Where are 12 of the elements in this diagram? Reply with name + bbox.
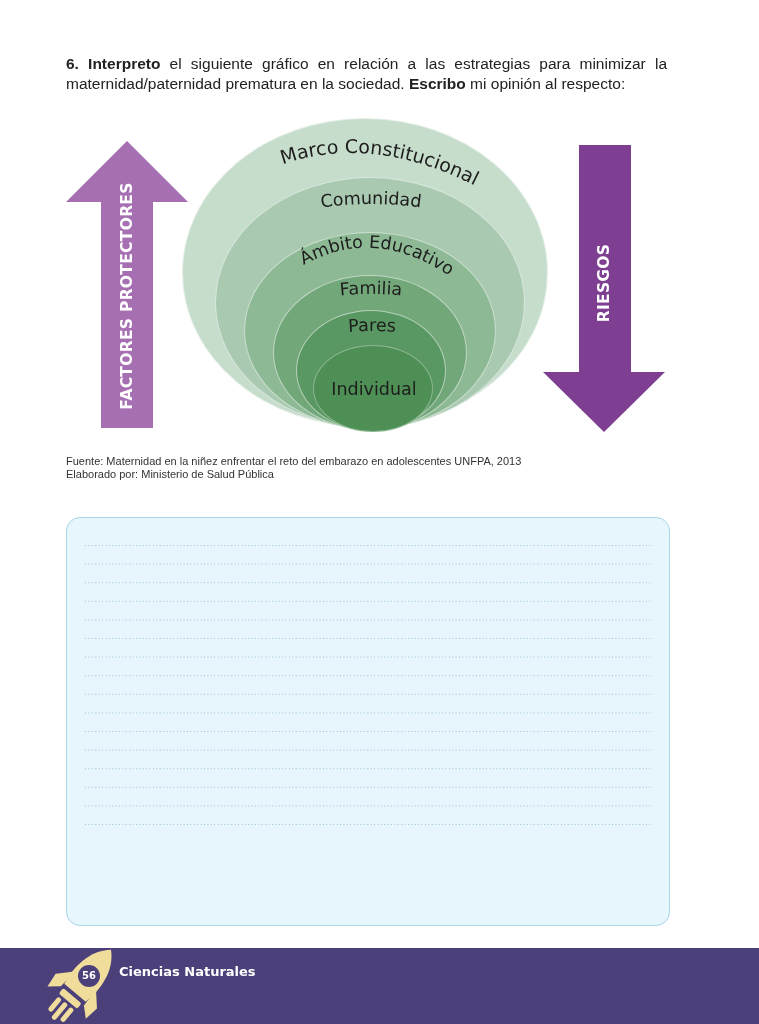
level-label: Pares [347,314,397,336]
up-arrow [66,141,188,428]
level-label: Familia [338,277,404,300]
down-arrow [543,145,665,432]
level-label: Comunidad [319,187,423,212]
credit-note: Elaborado por: Ministerio de Salud Pública [66,468,274,481]
arrow-label: FACTORES PROTECTORES [118,182,136,410]
source-note: Fuente: Maternidad en la niñez enfrentar el reto del embarazo en adolescentes UNFPA, 2013 [66,455,522,468]
arrow-label: RIESGOS [595,243,613,323]
level-label: Individual [331,379,417,399]
subject-title: Ciencias Naturales [119,963,256,981]
instruction-text: 6. Interpreto el siguiente gráfico en relación a las estrategias para minimizar la maternidad/paternidad prematura en la sociedad. Escribo mi opinión al respecto: [66,54,667,94]
